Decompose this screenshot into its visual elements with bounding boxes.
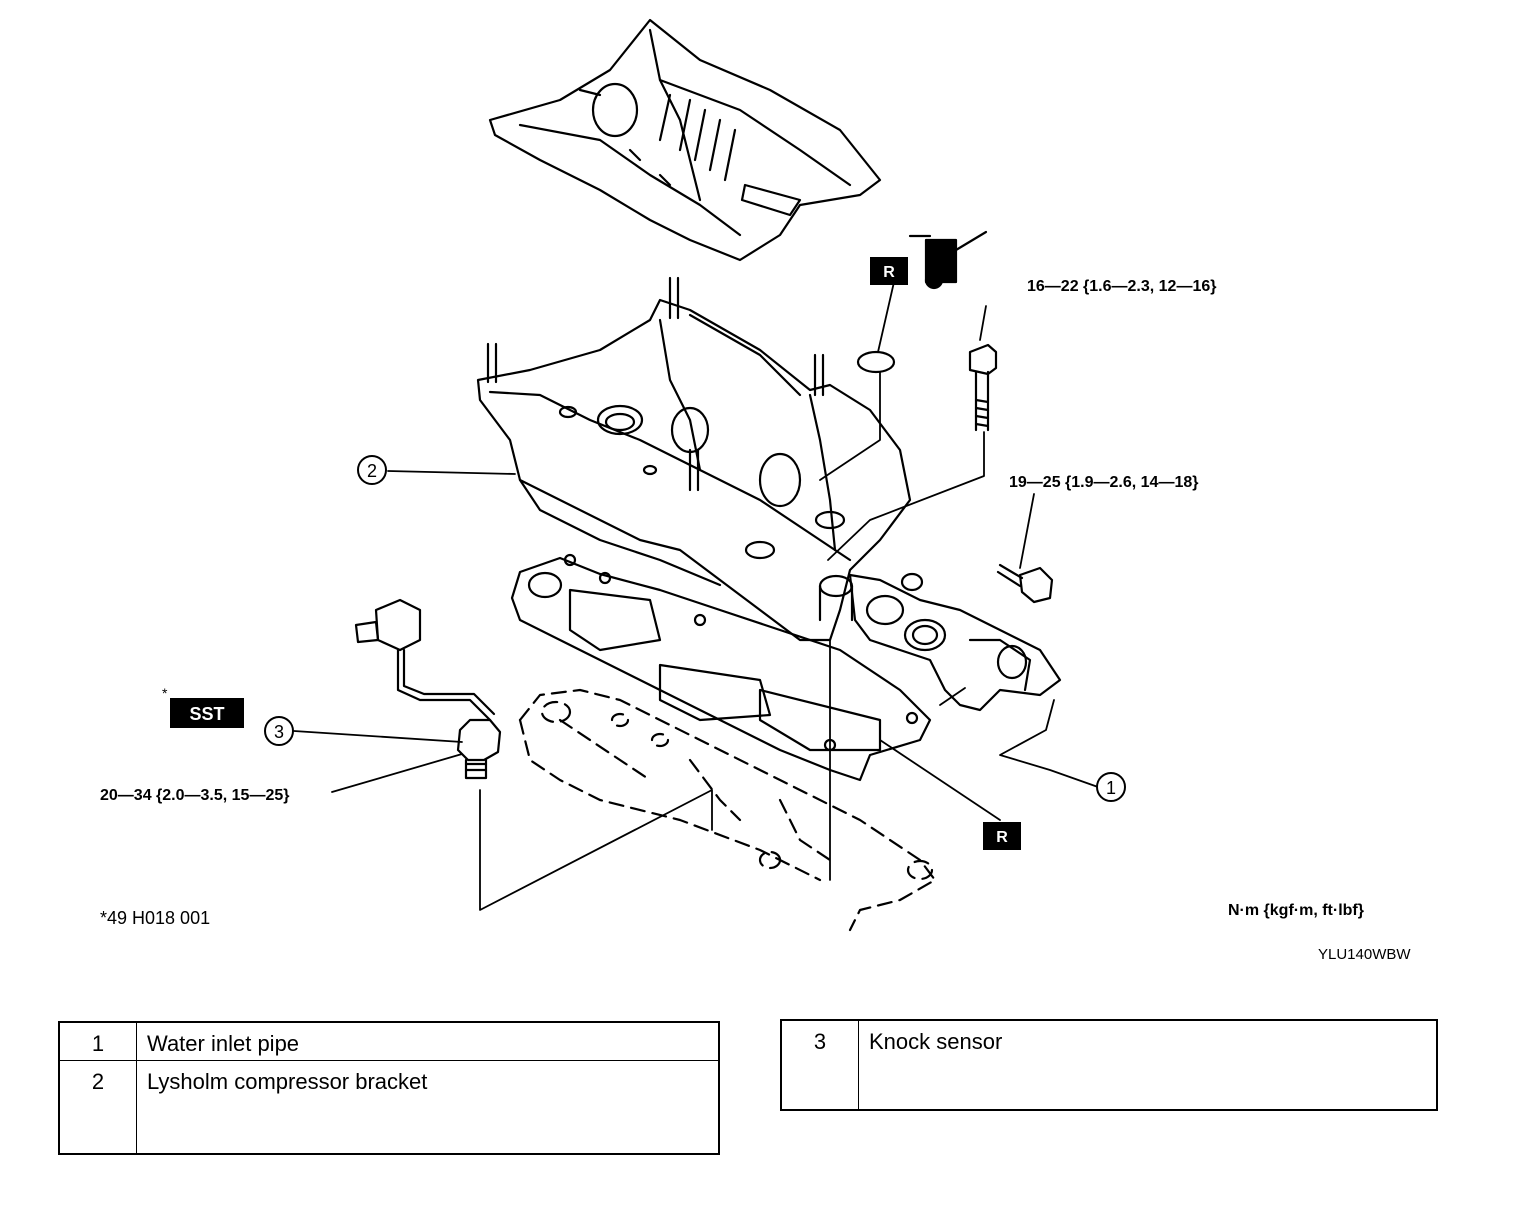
legend-desc: Knock sensor — [858, 1019, 1438, 1111]
torque-units: N·m {kgf·m, ft·lbf} — [1228, 902, 1364, 919]
engine-block-drawing — [518, 688, 937, 932]
legend-desc: Lysholm compressor bracket — [136, 1059, 720, 1155]
legend-desc: Water inlet pipe — [136, 1021, 720, 1061]
callout-1: 1 — [1106, 778, 1116, 798]
legend-num: 1 — [58, 1021, 137, 1061]
leader-lines — [293, 281, 1099, 911]
compressor-bracket-drawing — [476, 276, 912, 642]
table-row: 3 Knock sensor — [780, 1019, 1438, 1111]
legend-table-right: 3 Knock sensor — [780, 1019, 1438, 1111]
torque-label-knock-sensor: 20—34 {2.0—3.5, 15—25} — [100, 787, 289, 804]
callout-2: 2 — [367, 461, 377, 481]
table-row: 2 Lysholm compressor bracket — [58, 1059, 720, 1155]
legend-num: 2 — [58, 1059, 137, 1155]
exploded-parts-diagram: 2 3 1 R R * SST 16—22 {1.6—2.3, 12—16} 1… — [100, 18, 1411, 963]
replace-badge-bottom: R — [996, 829, 1008, 846]
sst-number: *49 H018 001 — [100, 908, 210, 928]
sst-asterisk: * — [162, 685, 168, 701]
grease-can-icon — [908, 230, 988, 290]
heat-insulator-drawing — [488, 18, 882, 262]
o-ring-drawing — [856, 350, 896, 374]
legend-num: 3 — [780, 1019, 859, 1111]
torque-label-bolt-lower: 19—25 {1.9—2.6, 14—18} — [1009, 474, 1198, 491]
sst-badge: SST — [189, 704, 224, 724]
legend-table-left: 1 Water inlet pipe 2 Lysholm compressor … — [58, 1021, 720, 1155]
water-inlet-pipe-drawing — [848, 572, 1062, 712]
torque-label-bolt-upper: 16—22 {1.6—2.3, 12—16} — [1027, 278, 1216, 295]
intake-gasket-drawing — [510, 553, 932, 782]
table-row: 1 Water inlet pipe — [58, 1021, 720, 1061]
knock-sensor-drawing — [354, 598, 502, 780]
bolt-upper-drawing — [968, 343, 998, 432]
callout-3: 3 — [274, 722, 284, 742]
bolt-lower-drawing — [996, 563, 1054, 604]
figure-code: YLU140WBW — [1318, 946, 1411, 963]
replace-badge-top: R — [883, 264, 895, 281]
